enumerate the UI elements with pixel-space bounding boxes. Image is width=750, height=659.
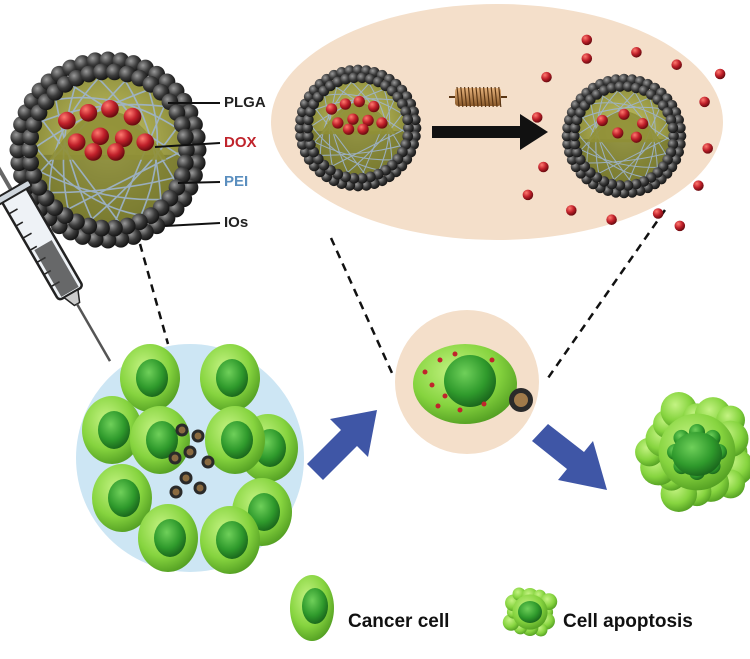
targeted-cancer-cell	[413, 344, 517, 424]
tumor-nanoparticle	[191, 429, 205, 443]
label-pei: PEI	[224, 173, 249, 190]
cancer-cell	[205, 406, 265, 474]
syringe-icon	[0, 145, 112, 362]
nanoparticle-large	[9, 51, 207, 249]
label-dox: DOX	[224, 134, 257, 151]
process-arrow-icon	[307, 410, 377, 480]
cancer-cell	[200, 506, 260, 574]
legend-cancer-cell-label: Cancer cell	[348, 611, 450, 632]
cancer-cell	[138, 504, 198, 572]
tumor-nanoparticle	[175, 423, 189, 437]
tumor-nanoparticles	[168, 423, 215, 499]
cancer-cell	[120, 344, 180, 412]
cancer-cell	[82, 396, 142, 464]
tumor-nanoparticle	[193, 481, 207, 495]
tumor-cells	[82, 344, 298, 574]
tumor-nanoparticle	[201, 455, 215, 469]
label-plga: PLGA	[224, 94, 266, 111]
cancer-cell	[200, 344, 260, 412]
label-leader-lines	[154, 102, 221, 227]
bound-nanoparticle	[509, 388, 533, 412]
process-arrow-icon-2	[532, 424, 607, 490]
magnetic-coil-icon	[449, 86, 507, 108]
apoptotic-cell	[635, 392, 750, 512]
cancer-cell	[130, 406, 190, 474]
legend-apoptosis-icon	[502, 587, 558, 637]
zoom-connector-lines	[138, 209, 667, 379]
legend-cancer-cell-icon	[290, 575, 334, 641]
tumor-nanoparticle	[183, 445, 197, 459]
cancer-cell	[92, 464, 152, 532]
tumor-nanoparticle	[169, 485, 183, 499]
legend-cell-apoptosis-label: Cell apoptosis	[563, 611, 693, 632]
nanoparticle-before-field	[294, 64, 422, 192]
label-ios: IOs	[224, 214, 249, 231]
nanoparticle-after-field	[522, 34, 726, 232]
tumor-nanoparticle	[179, 471, 193, 485]
field-arrow-icon	[432, 114, 548, 150]
tumor-nanoparticle	[168, 451, 182, 465]
